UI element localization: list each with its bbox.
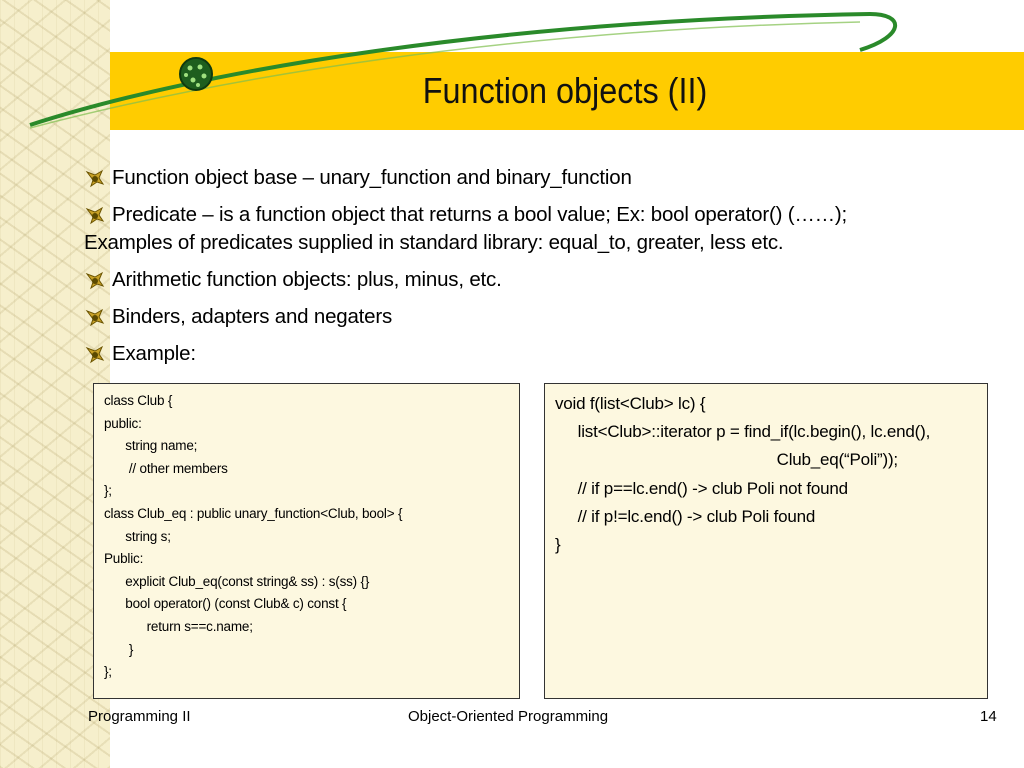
bullet-list: Function object base – unary_function an… — [84, 166, 984, 379]
code-line: list<Club>::iterator p = find_if(lc.begi… — [555, 422, 931, 442]
bullet-item: Function object base – unary_function an… — [84, 166, 984, 190]
code-line: public: — [104, 415, 142, 431]
bullet-icon — [85, 271, 105, 290]
bullet-text: Binders, adapters and negaters — [112, 305, 393, 328]
bullet-text: Function object base – unary_function an… — [112, 166, 632, 189]
code-line: } — [555, 535, 561, 555]
decorative-left-strip — [0, 0, 110, 768]
code-line: } — [104, 641, 134, 657]
code-box-club-class: class Club { public: string name; // oth… — [93, 383, 520, 699]
globe-icon — [179, 57, 213, 91]
bullet-text: Arithmetic function objects: plus, minus… — [112, 268, 502, 291]
code-line: class Club_eq : public unary_function<Cl… — [104, 505, 403, 521]
bullet-text: Example: — [112, 342, 196, 365]
bullet-text: Predicate – is a function object that re… — [112, 203, 848, 226]
footer-topic: Object-Oriented Programming — [408, 708, 609, 725]
code-line: // if p!=lc.end() -> club Poli found — [555, 506, 816, 526]
code-line: }; — [104, 483, 112, 499]
code-line: // if p==lc.end() -> club Poli not found — [555, 478, 849, 498]
bullet-item: Binders, adapters and negaters — [84, 305, 984, 329]
code-line: return s==c.name; — [104, 618, 253, 634]
footer-course: Programming II — [88, 708, 191, 725]
code-line: }; — [104, 664, 112, 680]
bullet-icon — [85, 308, 105, 327]
code-box-find-if-example: void f(list<Club> lc) { list<Club>::iter… — [544, 383, 988, 699]
code-line: bool operator() (const Club& c) const { — [104, 596, 347, 612]
bullet-icon — [85, 345, 105, 364]
code-line: explicit Club_eq(const string& ss) : s(s… — [104, 573, 370, 589]
bullet-continuation: Examples of predicates supplied in stand… — [84, 231, 784, 254]
code-line: Club_eq(“Poli”)); — [555, 450, 899, 470]
title-bar — [110, 52, 1024, 130]
page-title: Function objects (II) — [422, 70, 708, 111]
bullet-icon — [85, 169, 105, 188]
code-line: void f(list<Club> lc) { — [555, 394, 706, 413]
code-line: string s; — [104, 528, 171, 544]
bullet-item: Predicate – is a function object that re… — [84, 203, 984, 227]
page-number: 14 — [980, 708, 997, 725]
code-line: class Club { — [104, 393, 173, 408]
code-line: string name; — [104, 438, 198, 454]
bullet-item: Example: — [84, 342, 984, 366]
decorative-swoosh — [29, 11, 898, 129]
code-line: // other members — [104, 460, 228, 476]
bullet-icon — [85, 206, 105, 225]
bullet-item: Arithmetic function objects: plus, minus… — [84, 268, 984, 292]
code-line: Public: — [104, 551, 144, 567]
